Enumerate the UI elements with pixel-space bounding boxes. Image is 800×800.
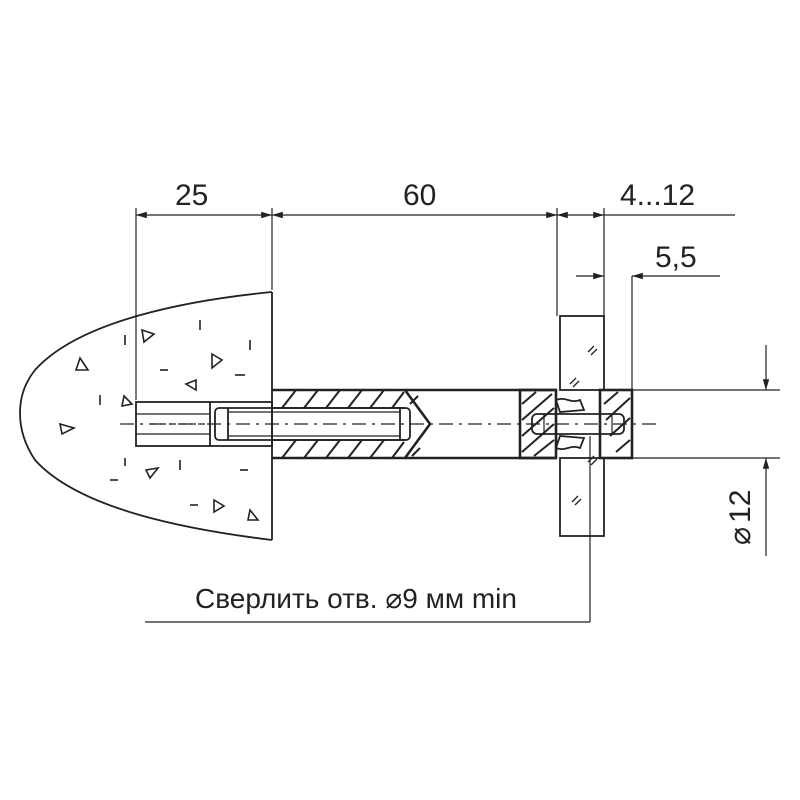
concrete-texture (58, 320, 260, 521)
svg-text:⌀12: ⌀ 12 (724, 490, 757, 545)
diameter-value: 12 (724, 490, 757, 523)
dim-bolt-length: 60 (403, 179, 436, 212)
glass-panel (559, 315, 605, 537)
drilling-note: Сверлить отв. ⌀9 мм min (195, 583, 517, 614)
dimension-lines (135, 208, 780, 623)
tube-hatching (281, 389, 421, 459)
dim-wall-depth: 25 (175, 179, 208, 212)
dim-diameter: ⌀ 12 (724, 490, 757, 545)
wall-section (19, 291, 273, 541)
dim-glass-thickness: 4...12 (620, 179, 695, 212)
dim-cap-thickness: 5,5 (655, 241, 697, 274)
diameter-symbol: ⌀ (724, 527, 757, 545)
